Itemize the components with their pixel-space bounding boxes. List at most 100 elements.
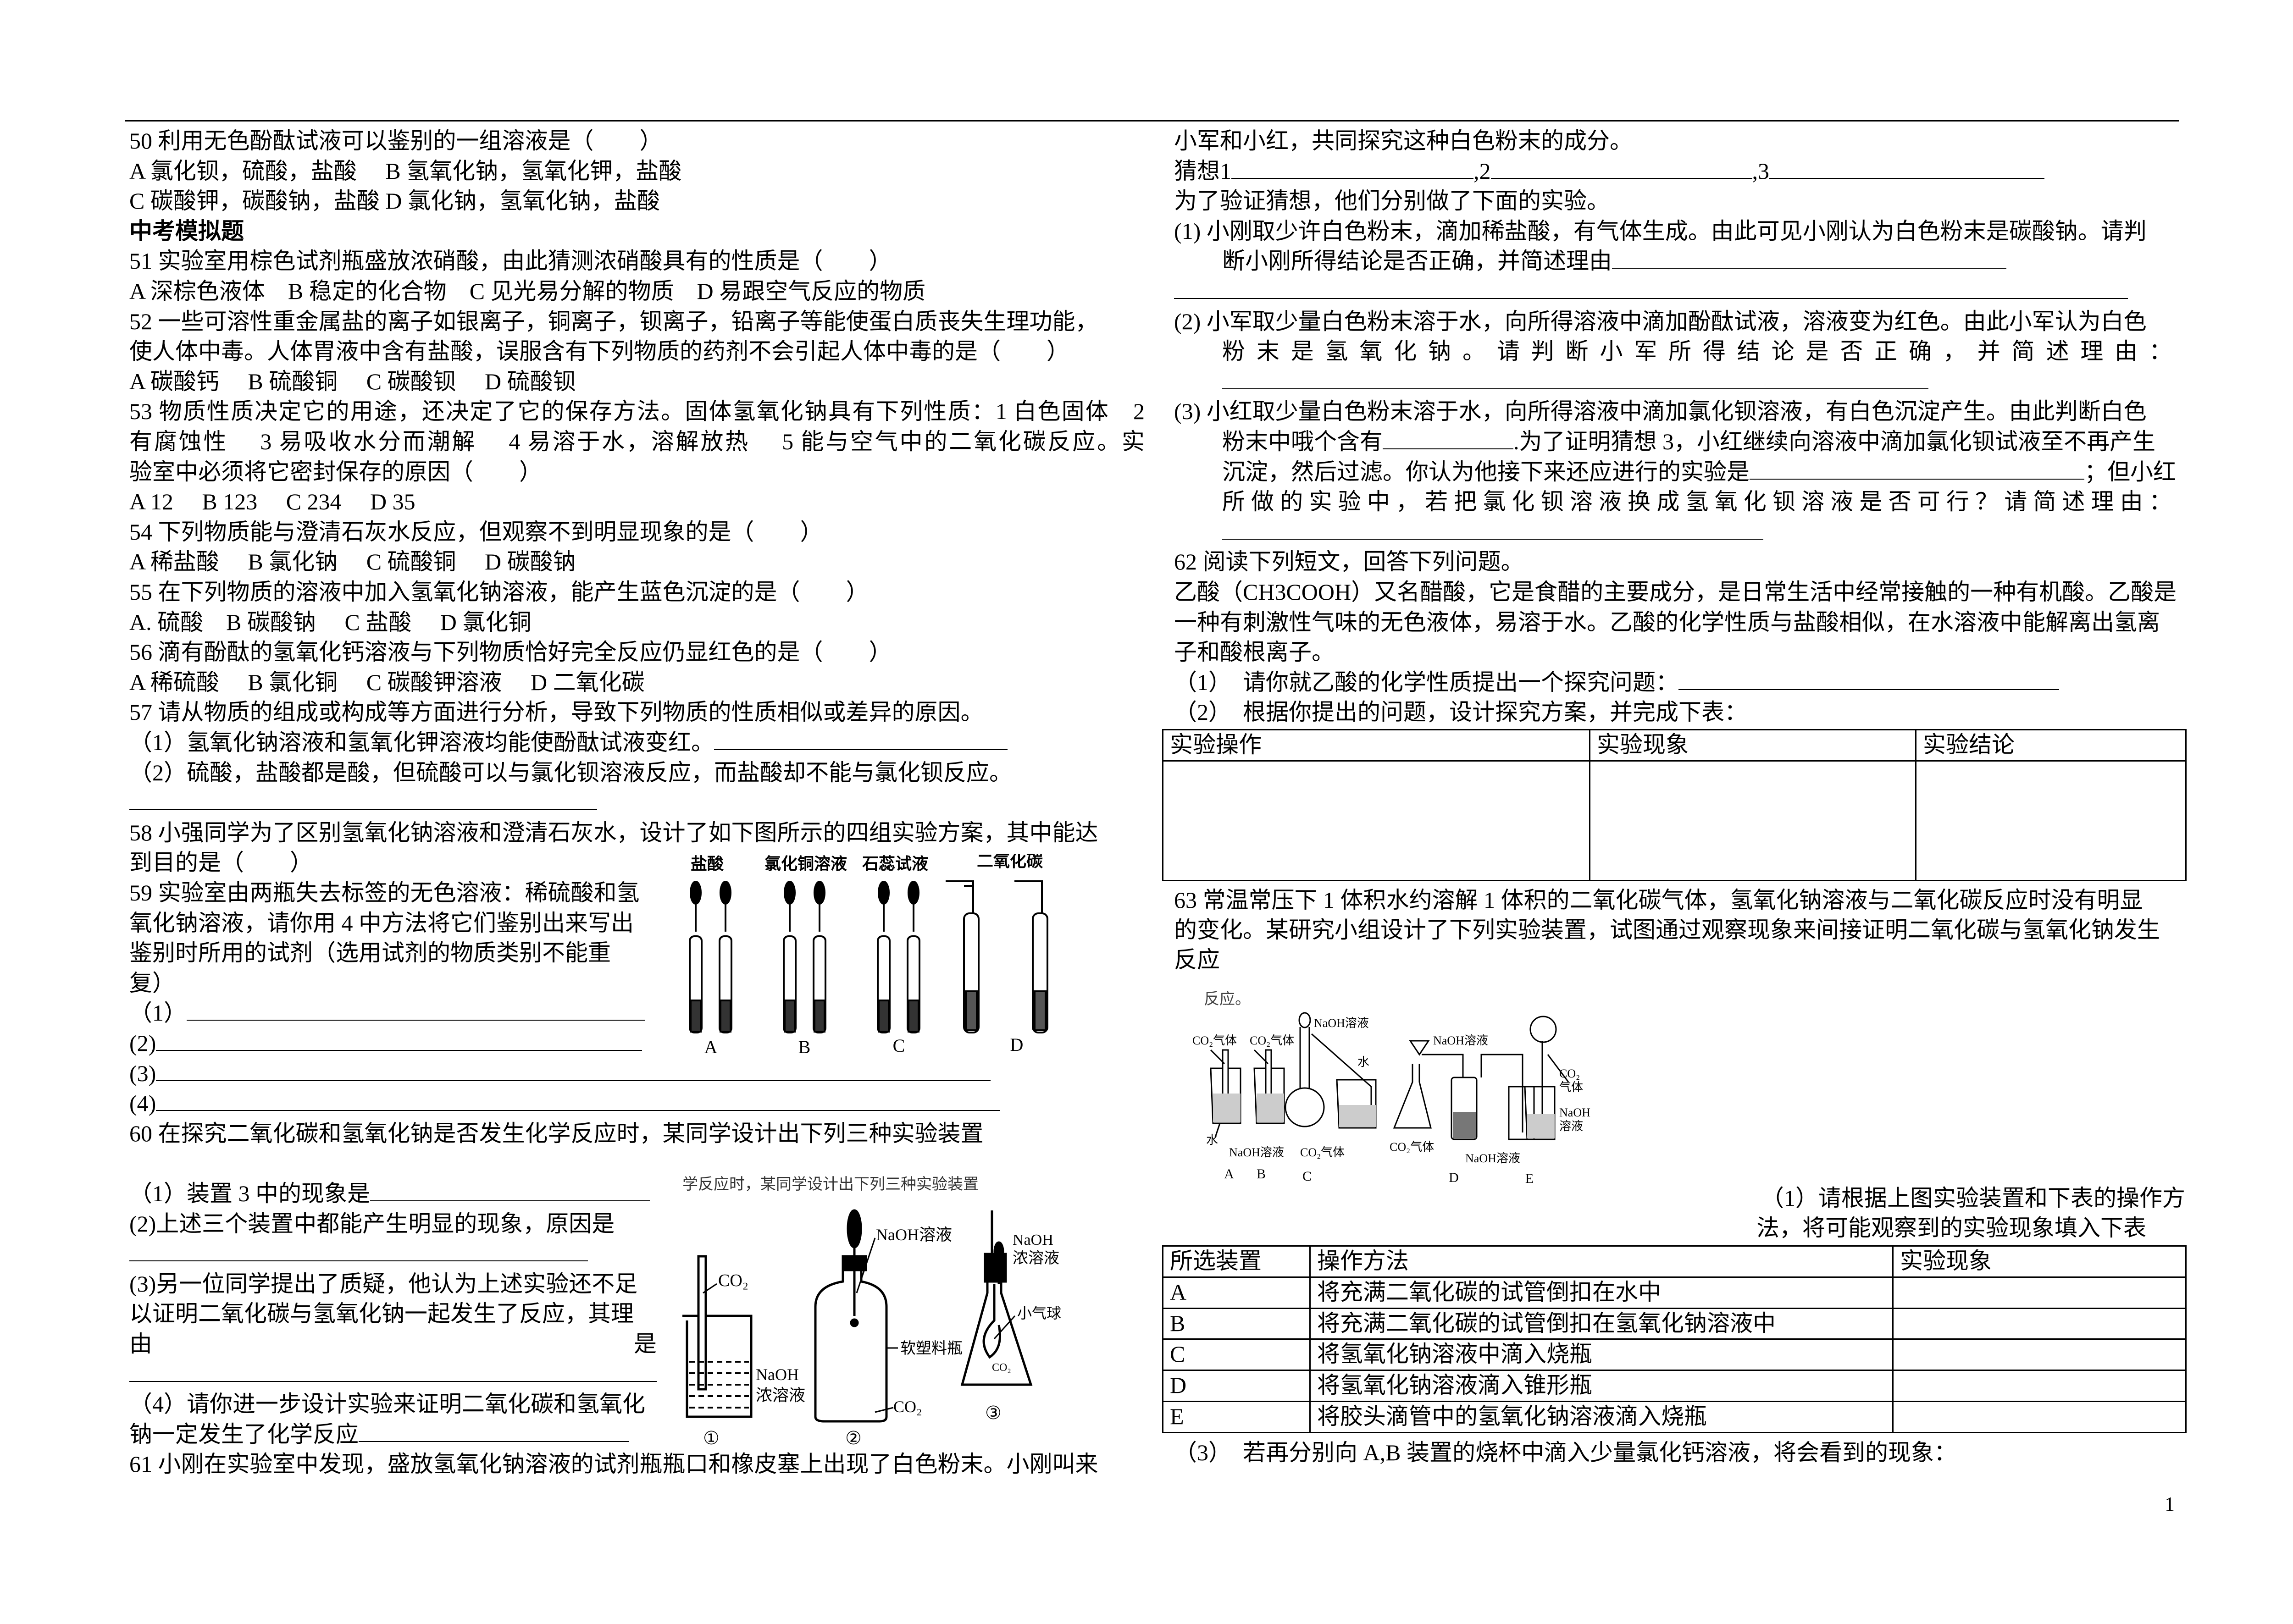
reagent-label: 二氧化碳 xyxy=(977,854,1043,870)
answer-blank[interactable] xyxy=(1750,458,2084,480)
option-label: C xyxy=(893,1035,905,1055)
result-cell[interactable] xyxy=(1892,1307,2187,1340)
method-cell: 将充满二氧化碳的试管倒扣在氢氧化钠溶液中 xyxy=(1309,1307,1894,1340)
question-57: 57 请从物质的组成或构成等方面进行分析，导致下列物质的性质相似或差异的原因。 xyxy=(129,699,984,725)
cropped-caption: 反应。 xyxy=(1204,990,1251,1008)
question-51: 51 实验室用棕色试剂瓶盛放浓硝酸，由此猜测浓硝酸具有的性质是（ ） xyxy=(129,248,892,274)
answer-blank[interactable] xyxy=(156,1060,991,1081)
apparatus-2-bottle xyxy=(814,1209,898,1423)
method-cell: 将充满二氧化碳的试管倒扣在水中 xyxy=(1309,1276,1894,1309)
naoh-label: NaOH xyxy=(756,1365,799,1384)
table-header: 实验现象 xyxy=(1892,1245,2187,1278)
q59-answer-1: （1） xyxy=(129,998,645,1028)
table-header: 实验操作 xyxy=(1162,729,1590,762)
result-cell[interactable] xyxy=(1892,1338,2187,1371)
q61-part2-answer[interactable] xyxy=(1174,366,1928,397)
answer-blank[interactable] xyxy=(1222,519,1763,540)
table-cell-input[interactable] xyxy=(1915,760,2187,881)
q60-part3-cont: 以证明二氧化碳与氢氧化钠一起发生了反应，其理 xyxy=(129,1301,634,1326)
answer-blank[interactable] xyxy=(359,1421,629,1442)
q60-part3-answer[interactable] xyxy=(129,1359,657,1389)
q60-part2: (2)上述三个装置中都能产生明显的现象，原因是 xyxy=(129,1211,615,1237)
result-cell[interactable] xyxy=(1892,1401,2187,1433)
apparatus-c xyxy=(1285,1012,1377,1129)
answer-label: （1） xyxy=(129,1000,187,1026)
q61-part1-answer[interactable] xyxy=(1174,276,2128,306)
q57-part1-text: （1）氢氧化钠溶液和氢氧化钾溶液均能使酚酞试液变红。 xyxy=(129,729,714,755)
guess-1-blank[interactable] xyxy=(1231,158,1473,179)
naoh-solution-label: NaOH溶液 xyxy=(1314,1016,1369,1030)
apparatus-d xyxy=(1393,1040,1535,1140)
question-60: 60 在探究二氧化碳和氢氧化钠是否发生化学反应时，某同学设计出下列三种实验装置 xyxy=(129,1121,984,1146)
answer-blank[interactable] xyxy=(1678,669,2059,690)
answer-blank[interactable] xyxy=(129,1361,657,1382)
table-62: 实验操作 实验现象 实验结论 xyxy=(1162,729,2187,881)
q59-answer-3: (3) xyxy=(129,1058,991,1088)
water-label: 水 xyxy=(1357,1055,1369,1069)
apparatus-number: ③ xyxy=(985,1403,1002,1423)
guess-2-blank[interactable] xyxy=(1490,158,1752,179)
apparatus-a xyxy=(1210,1049,1241,1138)
figure-60-apparatus: 学反应时，某同学设计出下列三种实验装置 CO₂ NaOH 浓溶液 ① NaOH溶… xyxy=(682,1176,1061,1448)
answer-blank[interactable] xyxy=(370,1180,650,1201)
question-53: 53 物质性质决定它的用途，还决定了它的保存方法。固体氢氧化钠具有下列性质：1 … xyxy=(129,398,1145,424)
question-61: 61 小刚在实验室中发现，盛放氢氧化钠溶液的试剂瓶瓶口和橡皮塞上出现了白色粉末。… xyxy=(129,1451,1098,1477)
answer-blank[interactable] xyxy=(1383,428,1513,449)
method-cell: 将胶头滴管中的氢氧化钠溶液滴入烧瓶 xyxy=(1309,1401,1894,1433)
guess-label: ,2 xyxy=(1473,158,1491,184)
solution-label: 溶液 xyxy=(1559,1120,1583,1133)
option-label: A xyxy=(704,1037,718,1055)
q61-part3-answer[interactable] xyxy=(1174,517,1763,547)
q50-options-cd: C 碳酸钾，碳酸钠，盐酸 D 氯化钠，氢氧化钠，盐酸 xyxy=(129,188,660,214)
guess-3-blank[interactable] xyxy=(1769,158,2044,179)
q60-part2-answer[interactable] xyxy=(129,1238,588,1269)
co2-gas-label: CO₂气体 xyxy=(1250,1034,1294,1047)
apparatus-b xyxy=(1253,1049,1285,1124)
table-cell-input[interactable] xyxy=(1589,760,1916,881)
gas-label: 气体 xyxy=(1559,1081,1583,1094)
text: 是 xyxy=(634,1331,657,1357)
table-header: 实验现象 xyxy=(1589,729,1916,762)
text: .为了证明猜想 3，小红继续向溶液中滴加氯化钡试液至不再产生 xyxy=(1513,429,2155,454)
text: ；但小红 xyxy=(2084,459,2176,485)
q61-part3: (3) 小红取少量白色粉末溶于水，向所得溶液中滴加氯化钡溶液，有白色沉淀产生。由… xyxy=(1174,398,2147,424)
tube-pair-c xyxy=(877,881,920,1033)
answer-blank[interactable] xyxy=(156,1030,642,1051)
answer-blank[interactable] xyxy=(1222,368,1928,389)
question-63-cont: 的变化。某研究小组设计了下列实验装置，试图通过观察现象来间接证明二氧化碳与氢氧化… xyxy=(1174,917,2160,943)
reagent-label: 氯化铜溶液 xyxy=(764,855,847,873)
answer-blank[interactable] xyxy=(1612,248,2006,269)
q59-answer-2: (2) xyxy=(129,1028,642,1058)
question-59: 59 实验室由两瓶失去标签的无色溶液：稀硫酸和氢 xyxy=(129,880,640,906)
result-cell[interactable] xyxy=(1892,1370,2187,1403)
question-54: 54 下列物质能与澄清石灰水反应，但观察不到明显现象的是（ ） xyxy=(129,519,823,545)
apparatus-1-beaker xyxy=(682,1255,753,1418)
answer-blank[interactable] xyxy=(714,729,1008,750)
method-cell: 将氢氧化钠溶液中滴入烧瓶 xyxy=(1309,1338,1894,1371)
answer-blank[interactable] xyxy=(187,1000,645,1021)
answer-blank[interactable] xyxy=(129,789,597,810)
text: 粉末中哦个含有 xyxy=(1222,429,1383,454)
q52-options: A 碳酸钙 B 硫酸铜 C 碳酸钡 D 硫酸钡 xyxy=(129,369,576,394)
answer-blank[interactable] xyxy=(129,1240,588,1261)
q57-answer-line[interactable] xyxy=(129,787,597,818)
q63-instruction-1: （1）请根据上图实验装置和下表的操作方 xyxy=(1761,1185,2185,1211)
naoh-solution-label: NaOH溶液 xyxy=(876,1226,952,1244)
q60-part3: (3)另一位同学提出了质疑，他认为上述实验还不足 xyxy=(129,1271,638,1297)
table-header: 操作方法 xyxy=(1309,1245,1894,1278)
q61-part3-cont2: 沉淀，然后过滤。你认为他接下来还应进行的实验是；但小红 xyxy=(1174,457,2176,487)
guess-label: ,3 xyxy=(1752,158,1770,184)
result-cell[interactable] xyxy=(1892,1276,2187,1309)
answer-blank[interactable] xyxy=(1174,278,2128,299)
q61-part1: (1) 小刚取少许白色粉末，滴加稀盐酸，有气体生成。由此可见小刚认为白色粉末是碳… xyxy=(1174,218,2147,244)
table-cell-input[interactable] xyxy=(1162,760,1590,881)
question-59-cont3: 复） xyxy=(129,970,175,996)
option-label: B xyxy=(798,1037,811,1055)
answer-blank[interactable] xyxy=(156,1090,1000,1111)
q54-options: A 稀盐酸 B 氯化钠 C 硫酸铜 D 碳酸钠 xyxy=(129,549,576,574)
device-cell: A xyxy=(1162,1276,1311,1309)
